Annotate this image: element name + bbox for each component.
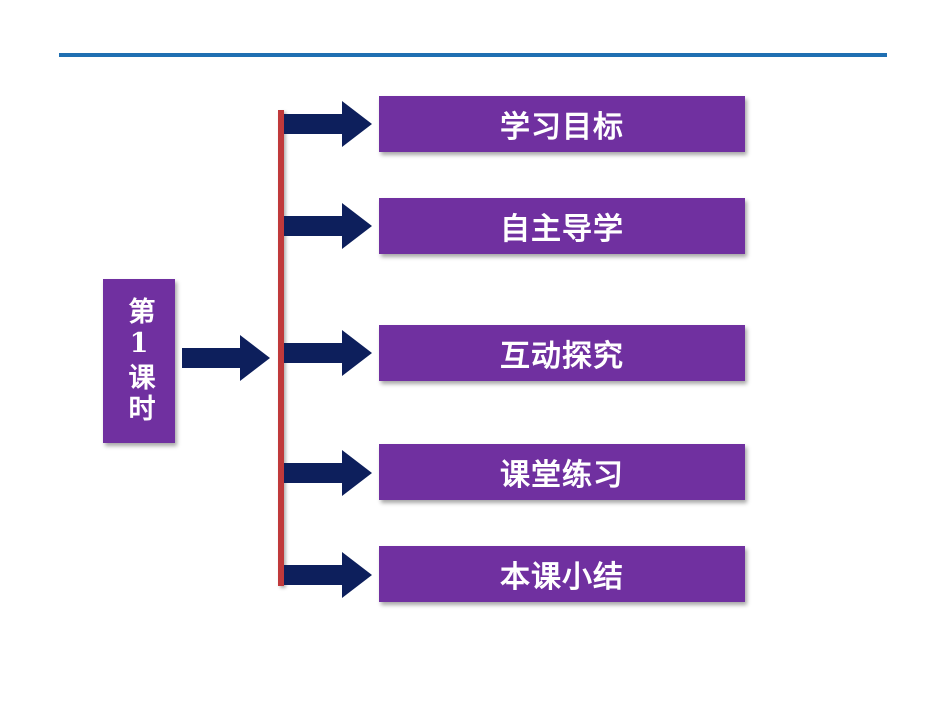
branch-arrow-icon: [284, 552, 372, 598]
item-label: 课堂练习: [500, 458, 624, 493]
item-label: 本课小结: [500, 560, 624, 595]
item-learning-goals[interactable]: 学习目标: [379, 96, 745, 152]
item-label: 学习目标: [500, 110, 624, 145]
branch-arrow-icon: [284, 330, 372, 376]
branch-arrow-icon: [284, 203, 372, 249]
connector-bar: [278, 110, 284, 586]
item-self-study[interactable]: 自主导学: [379, 198, 745, 254]
lesson-label: 第1课时: [123, 297, 155, 425]
item-interactive-inquiry[interactable]: 互动探究: [379, 325, 745, 381]
branch-arrow-icon: [284, 101, 372, 147]
item-lesson-summary[interactable]: 本课小结: [379, 546, 745, 602]
item-label: 自主导学: [500, 212, 624, 247]
item-class-exercise[interactable]: 课堂练习: [379, 444, 745, 500]
item-label: 互动探究: [500, 339, 624, 374]
main-arrow-icon: [182, 335, 270, 381]
top-rule: [59, 53, 887, 57]
branch-arrow-icon: [284, 450, 372, 496]
lesson-box[interactable]: 第1课时: [103, 279, 175, 443]
